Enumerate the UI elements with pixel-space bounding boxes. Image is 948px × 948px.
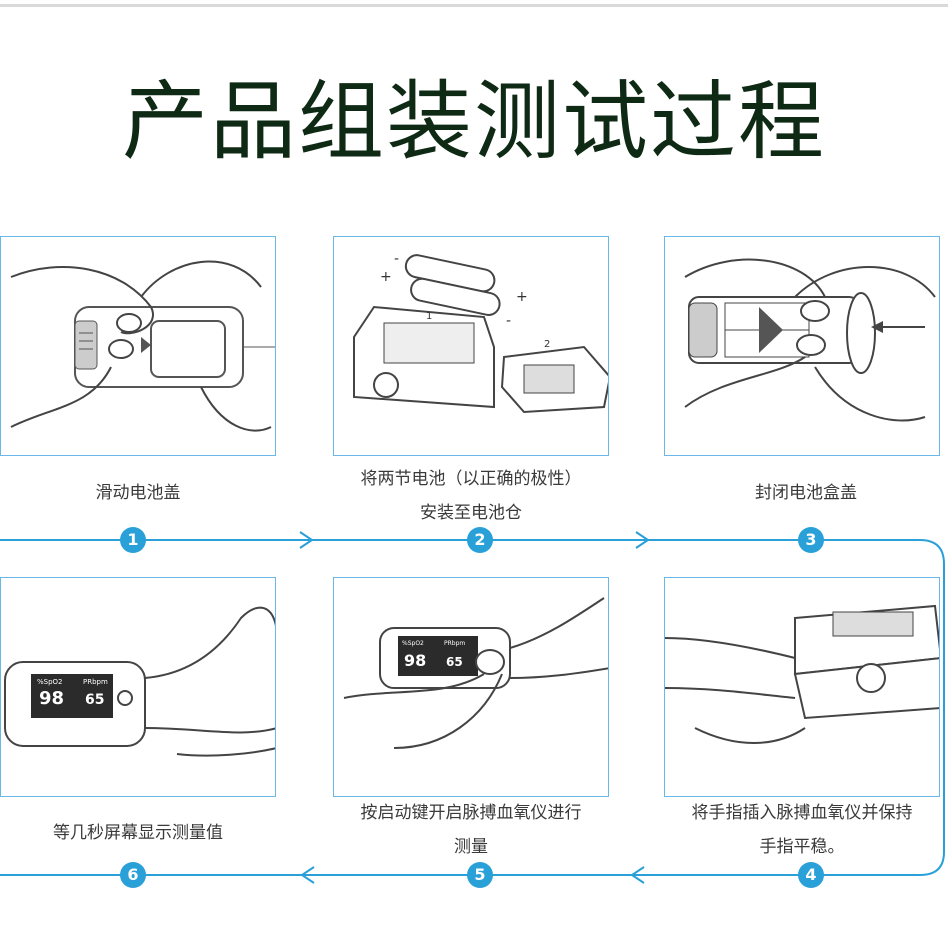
step-3-badge: 3 — [798, 527, 824, 553]
display-spo2-value: 98 — [39, 688, 64, 709]
step-1-caption: 滑动电池盖 — [95, 483, 181, 503]
step-5-badge: 5 — [467, 862, 493, 888]
page-title: 产品组装测试过程 — [122, 72, 826, 172]
step-6-illustration: %SpO2 PRbpm 98 65 — [0, 577, 276, 797]
step-4-caption-line1: 将手指插入脉搏血氧仪并保持 — [691, 803, 913, 823]
step-6-badge: 6 — [120, 862, 146, 888]
display-pr-value-2: 65 — [446, 655, 463, 669]
battery-slot-label-2: 2 — [544, 339, 550, 350]
step-3-caption: 封闭电池盒盖 — [755, 483, 857, 503]
display-spo2-value-2: 98 — [404, 651, 426, 670]
step-3-illustration — [664, 236, 940, 456]
step-5-caption-line2: 测量 — [454, 837, 488, 857]
display-spo2-label: %SpO2 — [37, 678, 63, 686]
display-pr-label: PRbpm — [83, 678, 108, 686]
step-2-illustration: + - + - 1 2 — [333, 236, 609, 456]
step-1-illustration — [0, 236, 276, 456]
battery-plus-label: + — [380, 269, 392, 285]
step-2-caption-line1: 将两节电池（以正确的极性） — [360, 469, 582, 489]
step-2-badge: 2 — [467, 527, 493, 553]
step-4-caption-line2: 手指平稳。 — [759, 837, 845, 857]
battery-plus-label-2: + — [516, 289, 528, 305]
step-5-illustration: %SpO2 PRbpm 98 65 — [333, 577, 609, 797]
step-5-caption-line1: 按启动键开启脉搏血氧仪进行 — [360, 803, 582, 823]
battery-minus-label: - — [394, 251, 399, 267]
battery-slot-label-1: 1 — [426, 311, 432, 322]
step-4-illustration — [664, 577, 940, 797]
display-spo2-label-2: %SpO2 — [402, 640, 424, 647]
step-6-caption: 等几秒屏幕显示测量值 — [53, 823, 223, 843]
display-pr-value: 65 — [85, 692, 104, 708]
step-4-badge: 4 — [798, 862, 824, 888]
battery-minus-label-2: - — [506, 313, 511, 329]
step-1-badge: 1 — [120, 527, 146, 553]
step-2-caption-line2: 安装至电池仓 — [420, 503, 522, 523]
top-divider — [0, 4, 948, 7]
display-pr-label-2: PRbpm — [444, 640, 465, 647]
